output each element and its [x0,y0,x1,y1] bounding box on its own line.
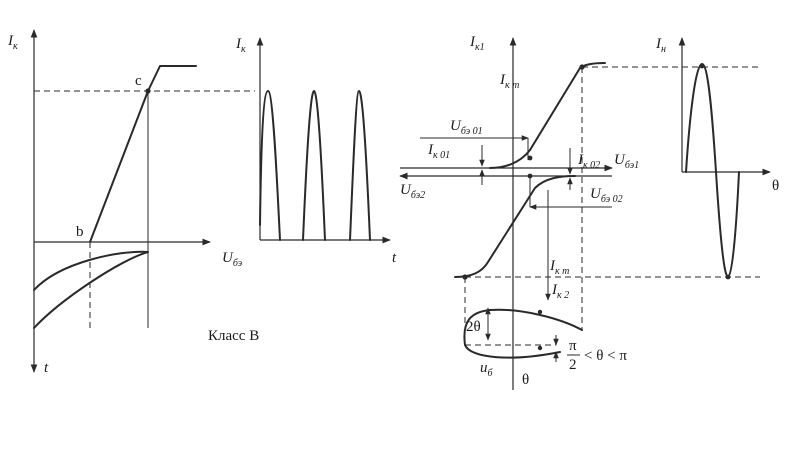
panel3-ub-label: uб [480,360,494,379]
panel3-ube01-label: Uбэ 01 [450,118,483,137]
panel3-ube2-label: Uбэ2 [400,182,425,201]
panel3-ik02-label: Iк 02 [577,152,600,171]
panel3-input-wave [463,308,583,359]
panel1-x-axis-label: Uбэ [222,250,243,269]
panel1-input-sinusoid [33,250,149,329]
panel3-upper-curve [489,62,606,169]
panel3-wave-point-2 [537,345,543,351]
panel3-inequality: < θ < π [584,348,627,364]
panel3-ube02-label: Uбэ 02 [590,186,623,205]
panel1-point-c-label: c [135,73,142,89]
panel-output-pulses: Iк t [235,36,397,266]
panel3-theta-label: θ [522,372,529,388]
panel3-ik01-label: Iк 01 [427,142,450,161]
panel4-load-current-wave [685,63,740,278]
panel4-point-trough [725,274,731,280]
panel-push-pull: Iк1 Iк m Uбэ 01 Iк 01 Iк 02 Uбэ1 Uбэ2 Uб… [399,34,760,390]
panel2-pulse-1 [259,90,281,241]
panel3-2theta-label: 2θ [466,319,481,335]
panel4-x-axis-label: θ [772,178,779,194]
panel2-pulse-3 [349,90,371,241]
panel3-ikm-top-label: Iк m [499,72,519,91]
panel2-pulse-2 [302,90,326,241]
panel1-caption: Класс В [208,328,259,344]
panel2-t-axis-label: t [392,250,397,266]
panel-transfer-characteristic: Iк c b Uбэ t Класс В [7,29,259,376]
panel3-ikm-bot-label: Iк m [549,258,569,277]
panel2-y-axis-label: Iк [235,36,246,55]
panel1-y-axis-label: Iк [7,33,18,52]
panel4-y-axis-label: Iн [655,36,666,55]
panel3-y-axis-label: Iк1 [469,34,485,53]
panel4-point-peak [699,63,705,69]
panel3-lower-curve [454,175,576,278]
panel3-point-upper-q [527,155,533,161]
panel3-frac-num: π [569,338,577,354]
panel3-ube1-label: Uбэ1 [614,152,639,171]
panel1-transfer-curve [89,65,197,243]
panel3-wave-point-1 [537,309,543,315]
panel3-frac-den: 2 [569,357,577,373]
panel1-point-b-label: b [76,224,84,240]
panel-load-current: Iн θ [655,36,779,280]
panel3-point-lower-q [527,173,533,179]
panel1-t-axis-label: t [44,360,49,376]
panel3-ik2-label: Iк 2 [551,282,569,301]
